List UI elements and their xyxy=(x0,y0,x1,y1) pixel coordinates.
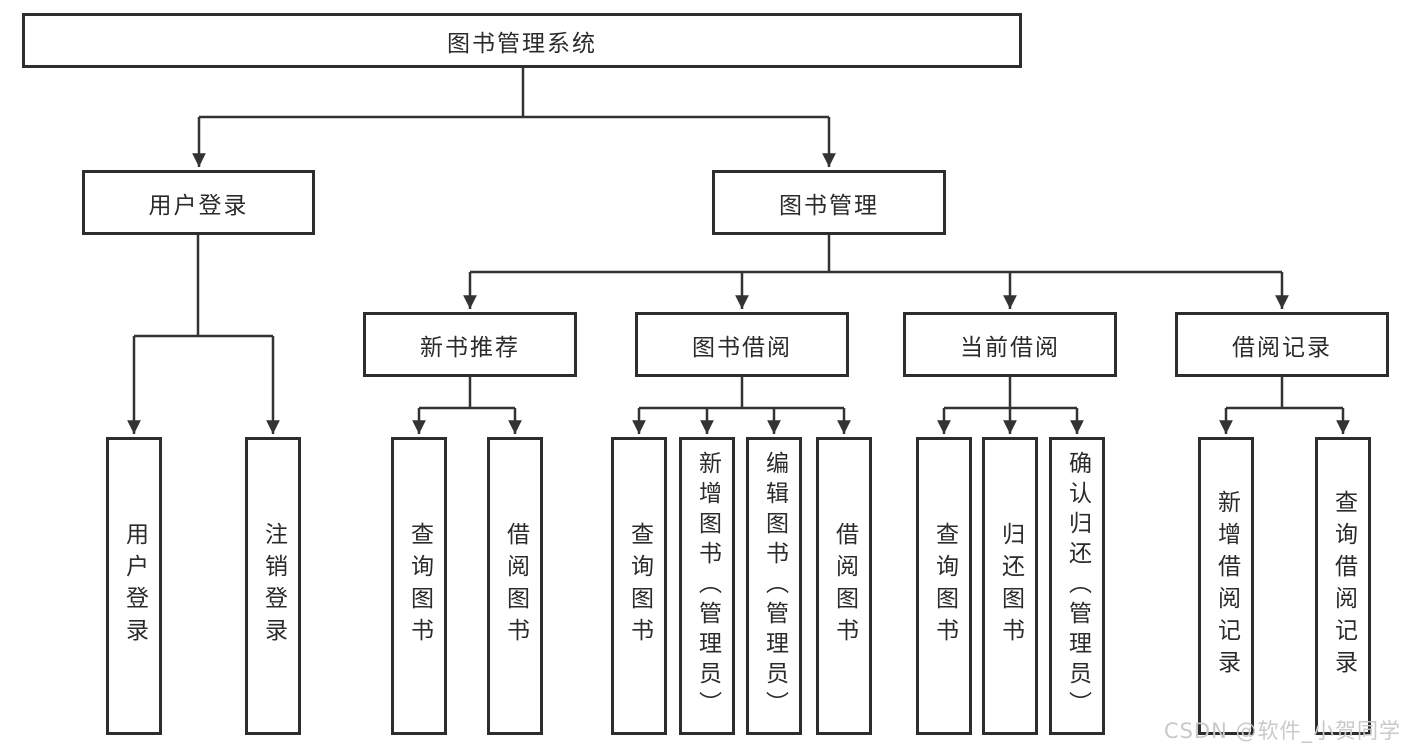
leaf-borrow-books-recommend-label: 借阅图书 xyxy=(502,522,529,650)
leaf-borrow-books: 借阅图书 xyxy=(816,437,872,735)
leaf-query-books-recommend-label: 查询图书 xyxy=(406,522,433,650)
leaf-logout-login-label: 注销登录 xyxy=(260,522,287,650)
node-book-management: 图书管理 xyxy=(712,170,946,235)
leaf-confirm-return-admin-label: 确认归还（管理员） xyxy=(1064,451,1091,721)
node-new-book-recommend: 新书推荐 xyxy=(363,312,577,377)
leaf-borrow-books-label: 借阅图书 xyxy=(831,522,858,650)
leaf-add-borrow-record: 新增借阅记录 xyxy=(1198,437,1254,735)
leaf-query-borrow-record: 查询借阅记录 xyxy=(1315,437,1371,735)
node-root-label: 图书管理系统 xyxy=(447,30,597,57)
csdn-watermark: CSDN @软件_小贺同学 xyxy=(1163,719,1401,743)
leaf-query-books-current: 查询图书 xyxy=(916,437,972,735)
leaf-return-books: 归还图书 xyxy=(982,437,1038,735)
node-user-login-label: 用户登录 xyxy=(148,192,249,219)
leaf-edit-books-admin-label: 编辑图书（管理员） xyxy=(761,451,788,721)
leaf-query-borrow-record-label: 查询借阅记录 xyxy=(1330,490,1357,682)
node-book-management-label: 图书管理 xyxy=(779,192,879,219)
leaf-borrow-books-recommend: 借阅图书 xyxy=(487,437,543,735)
leaf-add-borrow-record-label: 新增借阅记录 xyxy=(1213,490,1240,682)
leaf-user-login-label: 用户登录 xyxy=(121,522,148,650)
leaf-query-books-borrow: 查询图书 xyxy=(611,437,667,735)
node-root-system: 图书管理系统 xyxy=(22,13,1022,68)
node-new-book-recommend-label: 新书推荐 xyxy=(420,334,520,361)
leaf-logout-login: 注销登录 xyxy=(245,437,301,735)
leaf-query-books-borrow-label: 查询图书 xyxy=(626,522,653,650)
node-book-borrow: 图书借阅 xyxy=(635,312,849,377)
node-current-borrow: 当前借阅 xyxy=(903,312,1117,377)
node-borrow-record-label: 借阅记录 xyxy=(1232,334,1332,361)
node-user-login: 用户登录 xyxy=(82,170,315,235)
node-current-borrow-label: 当前借阅 xyxy=(960,334,1060,361)
leaf-add-books-admin: 新增图书（管理员） xyxy=(679,437,735,735)
leaf-query-books-current-label: 查询图书 xyxy=(931,522,958,650)
leaf-return-books-label: 归还图书 xyxy=(997,522,1024,650)
leaf-confirm-return-admin: 确认归还（管理员） xyxy=(1049,437,1105,735)
node-book-borrow-label: 图书借阅 xyxy=(692,334,792,361)
leaf-user-login: 用户登录 xyxy=(106,437,162,735)
leaf-query-books-recommend: 查询图书 xyxy=(391,437,447,735)
node-borrow-record: 借阅记录 xyxy=(1175,312,1389,377)
leaf-edit-books-admin: 编辑图书（管理员） xyxy=(746,437,802,735)
leaf-add-books-admin-label: 新增图书（管理员） xyxy=(694,451,721,721)
